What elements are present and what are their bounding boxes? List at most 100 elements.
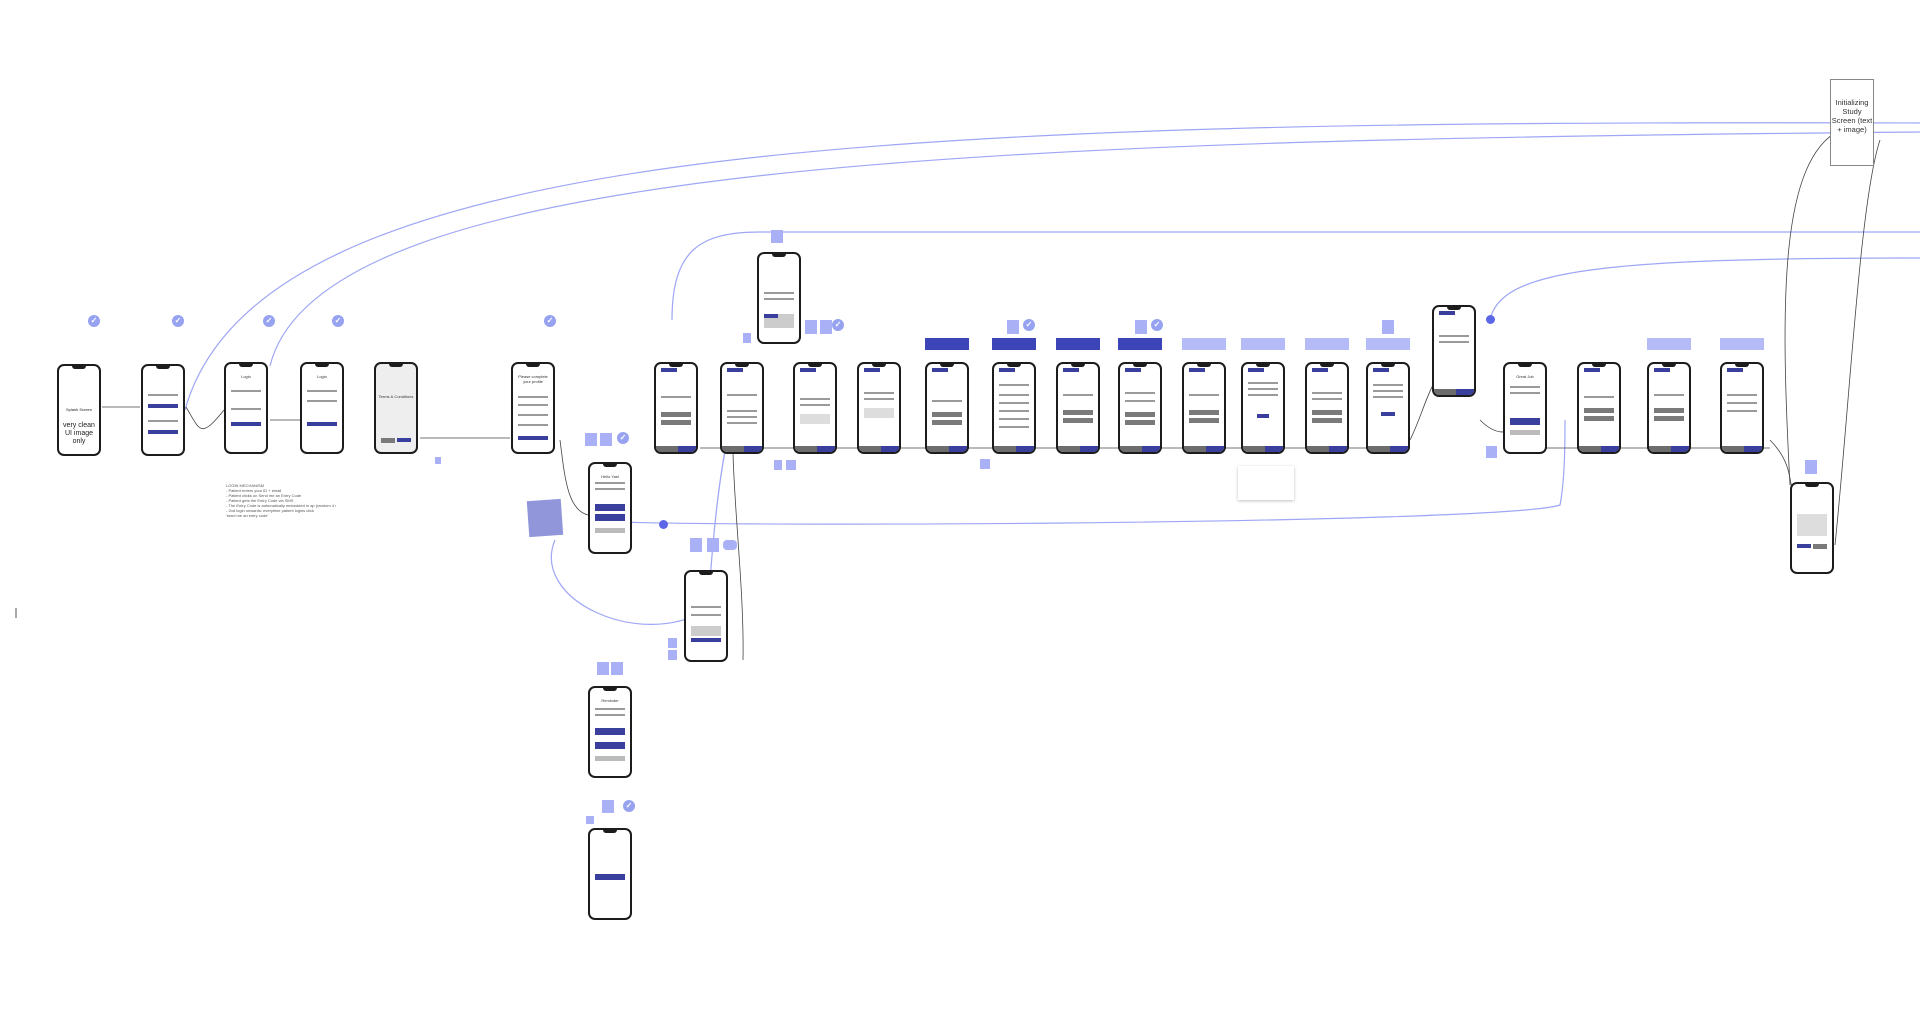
splash-body: very clean UI image only — [63, 422, 95, 445]
sticky-note[interactable] — [668, 638, 677, 648]
scroll-mark — [15, 608, 17, 618]
check-icon: ✓ — [544, 315, 556, 327]
connector-main-5 — [559, 439, 589, 516]
sticky-note[interactable] — [707, 538, 719, 552]
sticky-note[interactable] — [597, 662, 609, 675]
phone-hello[interactable]: Hello Yael — [588, 462, 632, 554]
check-icon: ✓ — [263, 315, 275, 327]
splash-title: Splash Screen — [65, 407, 92, 412]
phone-question[interactable] — [1182, 362, 1226, 454]
great-job-title: Great Job — [1516, 374, 1534, 379]
phone-popup-bottom[interactable] — [684, 570, 728, 662]
step-tag — [1647, 338, 1691, 350]
phone-login-2[interactable]: Login — [300, 362, 344, 454]
step-tag — [1182, 338, 1226, 350]
phone-question[interactable] — [720, 362, 764, 454]
sticky-note[interactable] — [585, 433, 597, 446]
login-note-line: - Patient enters your ID + email — [226, 488, 282, 493]
sticky-note[interactable] — [1007, 320, 1019, 334]
sticky-note[interactable] — [805, 320, 817, 334]
reminder-title: Reminder — [601, 698, 619, 703]
step-tag — [1366, 338, 1410, 350]
step-tag — [925, 338, 969, 350]
phone-profile[interactable]: Please complete your profile — [511, 362, 555, 454]
phone-question[interactable] — [793, 362, 837, 454]
phone-question[interactable] — [1305, 362, 1349, 454]
init-box-label: Initializing Study Screen (text + image) — [1831, 98, 1873, 134]
phone-question[interactable] — [1720, 362, 1764, 454]
login-notes-heading: LOGIN MECHANISM — [226, 483, 265, 488]
phone-entry[interactable] — [141, 364, 185, 456]
sticky-note[interactable] — [586, 816, 594, 824]
terms-title: Terms & Conditions — [378, 394, 414, 399]
step-tag — [1056, 338, 1100, 350]
connector-node[interactable] — [659, 520, 668, 529]
phone-question[interactable] — [1366, 362, 1410, 454]
login-note-line: - The Entry Code is automatically embedd… — [226, 503, 336, 508]
check-icon: ✓ — [1023, 319, 1035, 331]
sticky-note[interactable] — [1805, 460, 1817, 474]
check-icon: ✓ — [172, 315, 184, 327]
sticky-note[interactable] — [435, 457, 441, 464]
sticky-note[interactable] — [668, 650, 677, 660]
phone-question[interactable] — [925, 362, 969, 454]
check-icon: ✓ — [623, 800, 635, 812]
connector-node[interactable] — [1486, 315, 1495, 324]
phone-raised[interactable] — [1432, 305, 1476, 397]
step-tag — [1241, 338, 1285, 350]
sticky-note[interactable] — [774, 460, 782, 470]
sticky-note[interactable] — [602, 800, 614, 813]
comment-card[interactable] — [1238, 466, 1294, 500]
connector-login-init — [269, 131, 1920, 367]
sticky-note[interactable] — [743, 333, 751, 343]
connector-right-loop — [1489, 257, 1920, 321]
step-tag — [1305, 338, 1349, 350]
sticky-note[interactable] — [786, 460, 796, 470]
sticky-note[interactable] — [1135, 320, 1147, 334]
step-tag — [1720, 338, 1764, 350]
check-icon: ✓ — [332, 315, 344, 327]
phone-final-bottom[interactable] — [588, 828, 632, 920]
sticky-note[interactable] — [1486, 446, 1497, 458]
connector-main-2 — [185, 406, 225, 430]
phone-question[interactable] — [1118, 362, 1162, 454]
connector-main-row-2 — [1409, 384, 1434, 441]
connector-top-right — [671, 231, 1920, 321]
sticky-note[interactable] — [980, 459, 990, 469]
phone-question[interactable] — [1056, 362, 1100, 454]
sticky-note[interactable] — [600, 433, 612, 446]
login-note-line: - 2nd login onwards: everytime patient l… — [226, 508, 315, 513]
check-icon: ✓ — [88, 315, 100, 327]
step-tag — [1118, 338, 1162, 350]
check-icon: ✓ — [832, 319, 844, 331]
check-icon: ✓ — [617, 432, 629, 444]
connector-init-drop — [1784, 129, 1841, 486]
profile-title: Please complete your profile — [518, 374, 548, 384]
purple-sticky-note[interactable] — [526, 498, 564, 538]
sticky-note[interactable] — [771, 230, 783, 243]
login-note-line: 'send me an entry code' — [226, 513, 269, 518]
help-title: Hello Yael — [601, 474, 619, 479]
phone-splash[interactable]: Splash Screen very clean UI image only — [57, 364, 101, 456]
phone-question[interactable] — [654, 362, 698, 454]
phone-great-job[interactable]: Great Job — [1503, 362, 1547, 454]
sticky-note[interactable] — [820, 320, 832, 334]
initializing-study-box[interactable]: Initializing Study Screen (text + image) — [1830, 79, 1874, 166]
phone-question[interactable] — [1647, 362, 1691, 454]
login-1-title: Login — [241, 374, 251, 379]
login-2-title: Login — [317, 374, 327, 379]
phone-terms[interactable]: Terms & Conditions — [374, 362, 418, 454]
phone-popup-top[interactable] — [757, 252, 801, 344]
check-icon: ✓ — [1151, 319, 1163, 331]
phone-final-right[interactable] — [1790, 482, 1834, 574]
sticky-note[interactable] — [723, 540, 737, 550]
phone-question[interactable] — [1577, 362, 1621, 454]
sticky-note[interactable] — [690, 538, 702, 552]
sticky-note[interactable] — [611, 662, 623, 675]
phone-question[interactable] — [857, 362, 901, 454]
phone-question[interactable] — [1241, 362, 1285, 454]
phone-reminder[interactable]: Reminder — [588, 686, 632, 778]
sticky-note[interactable] — [1382, 320, 1394, 334]
phone-question[interactable] — [992, 362, 1036, 454]
phone-login-1[interactable]: Login — [224, 362, 268, 454]
